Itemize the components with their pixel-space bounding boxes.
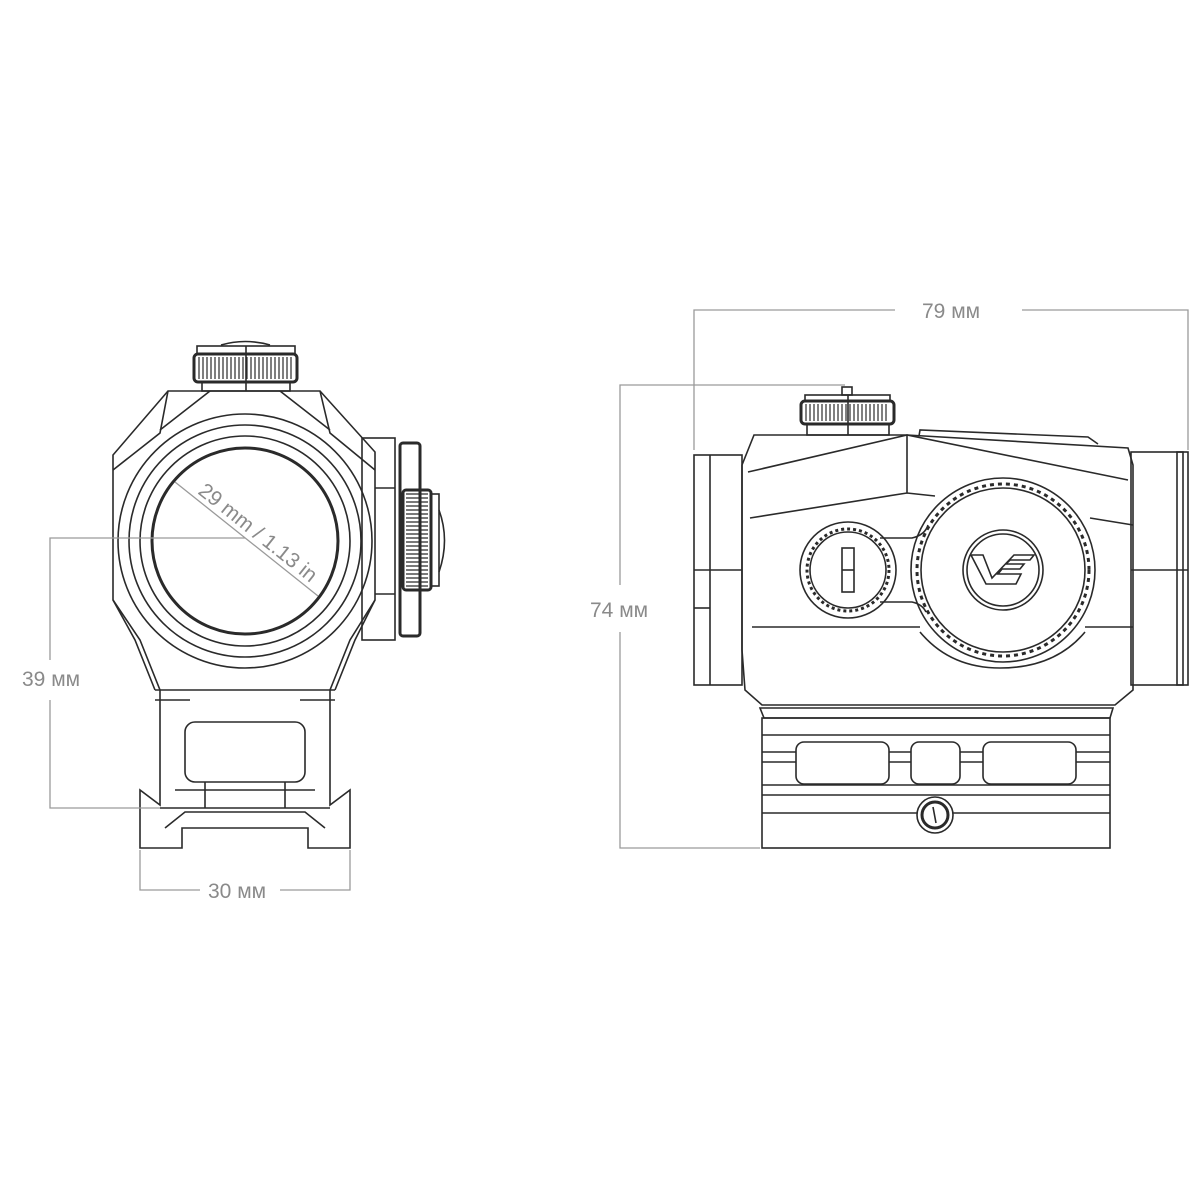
length-dimension-line: [693, 309, 1189, 450]
side-height-label: 74 мм: [590, 599, 648, 622]
ve-logo: [962, 529, 1044, 611]
width-dimension-line: [139, 850, 351, 891]
brightness-knob: [799, 521, 897, 619]
side-body: [693, 429, 1189, 706]
lens-diameter-label: 29 mm / 1.13 in: [194, 479, 322, 587]
front-height-label: 39 мм: [22, 668, 80, 691]
side-dimensions: 79 мм 74 мм: [590, 300, 1189, 849]
front-dimensions: 39 мм 30 мм 29 mm / 1.13 in: [22, 479, 351, 903]
side-height-dimension-line: [619, 384, 845, 849]
objective-lens: [117, 413, 373, 669]
side-mount: [758, 707, 1115, 849]
height-dimension-line: [49, 537, 245, 809]
mount-screw: [916, 796, 954, 834]
adjustment-dial: [910, 477, 1096, 663]
front-body: [112, 390, 376, 849]
side-length-label: 79 мм: [922, 300, 980, 323]
side-turret: [361, 437, 446, 641]
front-width-label: 30 мм: [208, 880, 266, 903]
top-turret: [192, 340, 299, 392]
front-view: [112, 340, 446, 849]
side-view: [693, 386, 1189, 849]
lens-diameter-line: [174, 481, 319, 597]
side-top-turret: [799, 386, 896, 436]
